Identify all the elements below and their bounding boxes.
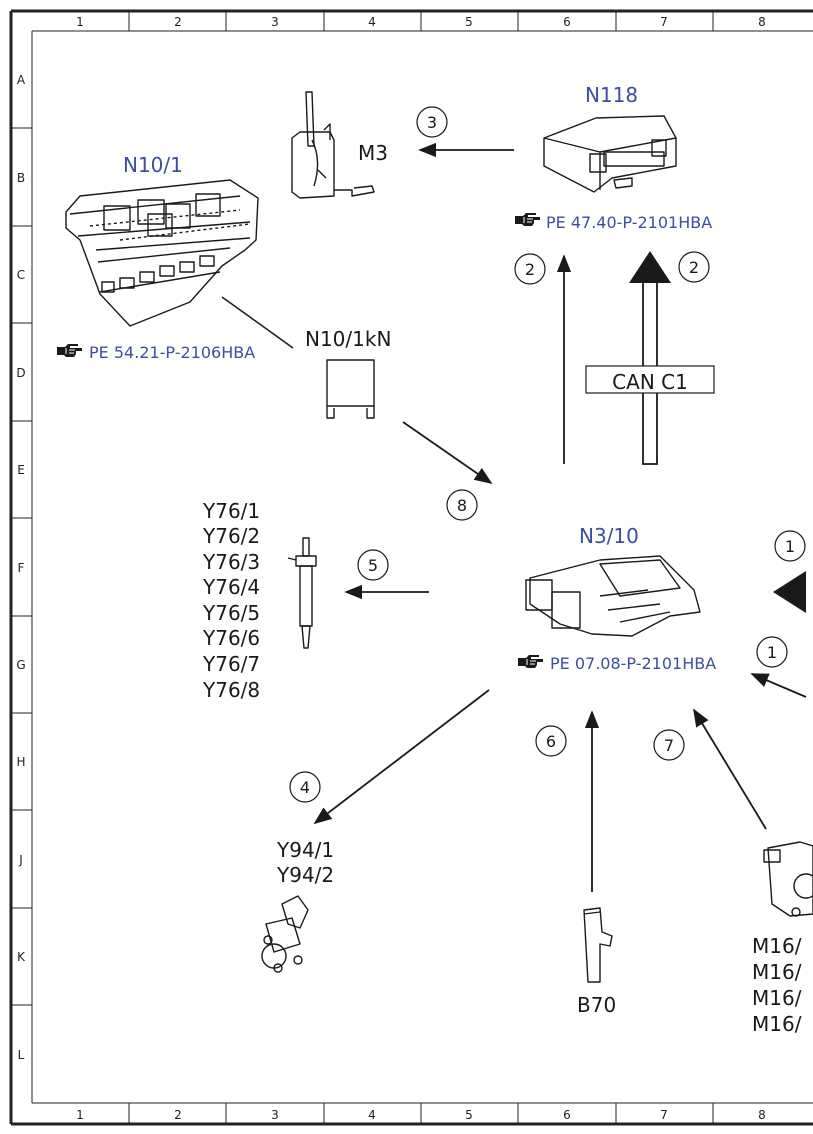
col-label: 3 — [271, 15, 279, 29]
hand-pointer-icon — [514, 212, 541, 227]
col-label: 4 — [368, 15, 376, 29]
n10-1kn-label: N10/1kN — [305, 327, 391, 351]
callout-4: 4 — [289, 771, 321, 803]
grid-column-labels-bottom: 1 2 3 4 5 6 7 8 — [76, 1108, 766, 1122]
b70-sensor — [583, 907, 613, 983]
callout-number: 1 — [767, 643, 777, 662]
m3-label: M3 — [358, 141, 388, 165]
n10-1-reference[interactable]: PE 54.21-P-2106HBA — [89, 343, 255, 362]
can-c1-box: CAN C1 — [585, 365, 715, 394]
n3-10-label: N3/10 — [579, 524, 639, 548]
row-label: F — [18, 561, 25, 575]
y94-valve — [261, 895, 309, 973]
y94-label: Y94/1 — [276, 838, 334, 862]
callout-number: 3 — [427, 113, 437, 132]
col-label: 5 — [465, 15, 473, 29]
y94-label: Y94/2 — [276, 863, 334, 887]
callout-2a: 2 — [514, 253, 546, 285]
n118-label: N118 — [585, 83, 638, 107]
y76-labels: Y76/1 Y76/2 Y76/3 Y76/4 Y76/5 Y76/6 Y76/… — [202, 499, 260, 702]
can-c1-label: CAN C1 — [612, 370, 688, 394]
row-label: B — [17, 171, 25, 185]
hand-pointer-icon — [517, 654, 544, 669]
col-label: 8 — [758, 1108, 766, 1122]
col-label: 5 — [465, 1108, 473, 1122]
callout-number: 6 — [546, 732, 556, 751]
row-label: C — [17, 268, 25, 282]
callout-number: 1 — [785, 537, 795, 556]
callout-7: 7 — [653, 729, 685, 761]
callout-number: 5 — [368, 556, 378, 575]
row-label: K — [17, 950, 26, 964]
drawing-frame — [9, 9, 813, 1126]
arrow-4 — [313, 689, 490, 825]
n118-reference[interactable]: PE 47.40-P-2101HBA — [546, 213, 712, 232]
m16-label: M16/ — [752, 1012, 802, 1036]
callout-number: 8 — [457, 496, 467, 515]
y76-label: Y76/2 — [202, 524, 260, 548]
col-label: 8 — [758, 15, 766, 29]
col-label: 2 — [174, 1108, 182, 1122]
can-arrow-head — [773, 571, 806, 613]
row-label: E — [17, 463, 25, 477]
n3-10-reference[interactable]: PE 07.08-P-2101HBA — [550, 654, 716, 673]
arrow-8 — [402, 421, 493, 485]
callout-3: 3 — [416, 106, 448, 138]
leader-line — [221, 296, 294, 349]
col-label: 6 — [563, 15, 571, 29]
callout-2b: 2 — [678, 251, 710, 283]
m16-label: M16/ — [752, 986, 802, 1010]
callout-1b: 1 — [756, 636, 788, 668]
grid-ticks — [11, 11, 714, 1124]
y76-label: Y76/4 — [202, 575, 260, 599]
row-label: D — [16, 366, 25, 380]
n10-1kn-relay — [326, 359, 375, 419]
callout-number: 2 — [525, 260, 535, 279]
arrow-7 — [693, 708, 767, 830]
n3-10-control-unit — [525, 555, 701, 637]
m16-actuator — [763, 841, 813, 917]
row-label: A — [17, 73, 26, 87]
col-label: 4 — [368, 1108, 376, 1122]
col-label: 6 — [563, 1108, 571, 1122]
row-label: J — [18, 853, 23, 867]
row-label: H — [16, 755, 25, 769]
y76-label: Y76/5 — [202, 601, 260, 625]
y76-label: Y76/1 — [202, 499, 260, 523]
arrow-1 — [750, 673, 807, 698]
callout-number: 7 — [664, 736, 674, 755]
callout-8: 8 — [446, 489, 478, 521]
n118-control-unit — [543, 115, 677, 193]
grid-column-labels-top: 1 2 3 4 5 6 7 8 — [76, 15, 766, 29]
col-label: 7 — [660, 15, 668, 29]
y76-label: Y76/7 — [202, 652, 260, 676]
col-label: 7 — [660, 1108, 668, 1122]
callout-number: 2 — [689, 258, 699, 277]
n10-1-label: N10/1 — [123, 153, 183, 177]
grid-row-labels: A B C D E F G H J K L — [16, 73, 26, 1062]
y76-label: Y76/3 — [202, 550, 260, 574]
row-label: G — [16, 658, 25, 672]
callout-6: 6 — [535, 725, 567, 757]
col-label: 3 — [271, 1108, 279, 1122]
y76-injector — [287, 537, 317, 649]
n10-1-fuse-relay-module — [65, 179, 259, 327]
hand-pointer-icon — [56, 343, 83, 358]
callout-number: 4 — [300, 778, 310, 797]
m16-label: M16/ — [752, 934, 802, 958]
b70-label: B70 — [577, 993, 616, 1017]
m16-labels: M16/ M16/ M16/ M16/ — [752, 934, 802, 1036]
callout-1a: 1 — [774, 530, 806, 562]
y76-label: Y76/6 — [202, 626, 260, 650]
col-label: 1 — [76, 1108, 84, 1122]
can-bus-arrow — [629, 251, 671, 465]
m3-fuel-pump — [291, 91, 375, 199]
callout-5: 5 — [357, 549, 389, 581]
col-label: 2 — [174, 15, 182, 29]
col-label: 1 — [76, 15, 84, 29]
y76-label: Y76/8 — [202, 678, 260, 702]
m16-label: M16/ — [752, 960, 802, 984]
row-label: L — [18, 1048, 25, 1062]
